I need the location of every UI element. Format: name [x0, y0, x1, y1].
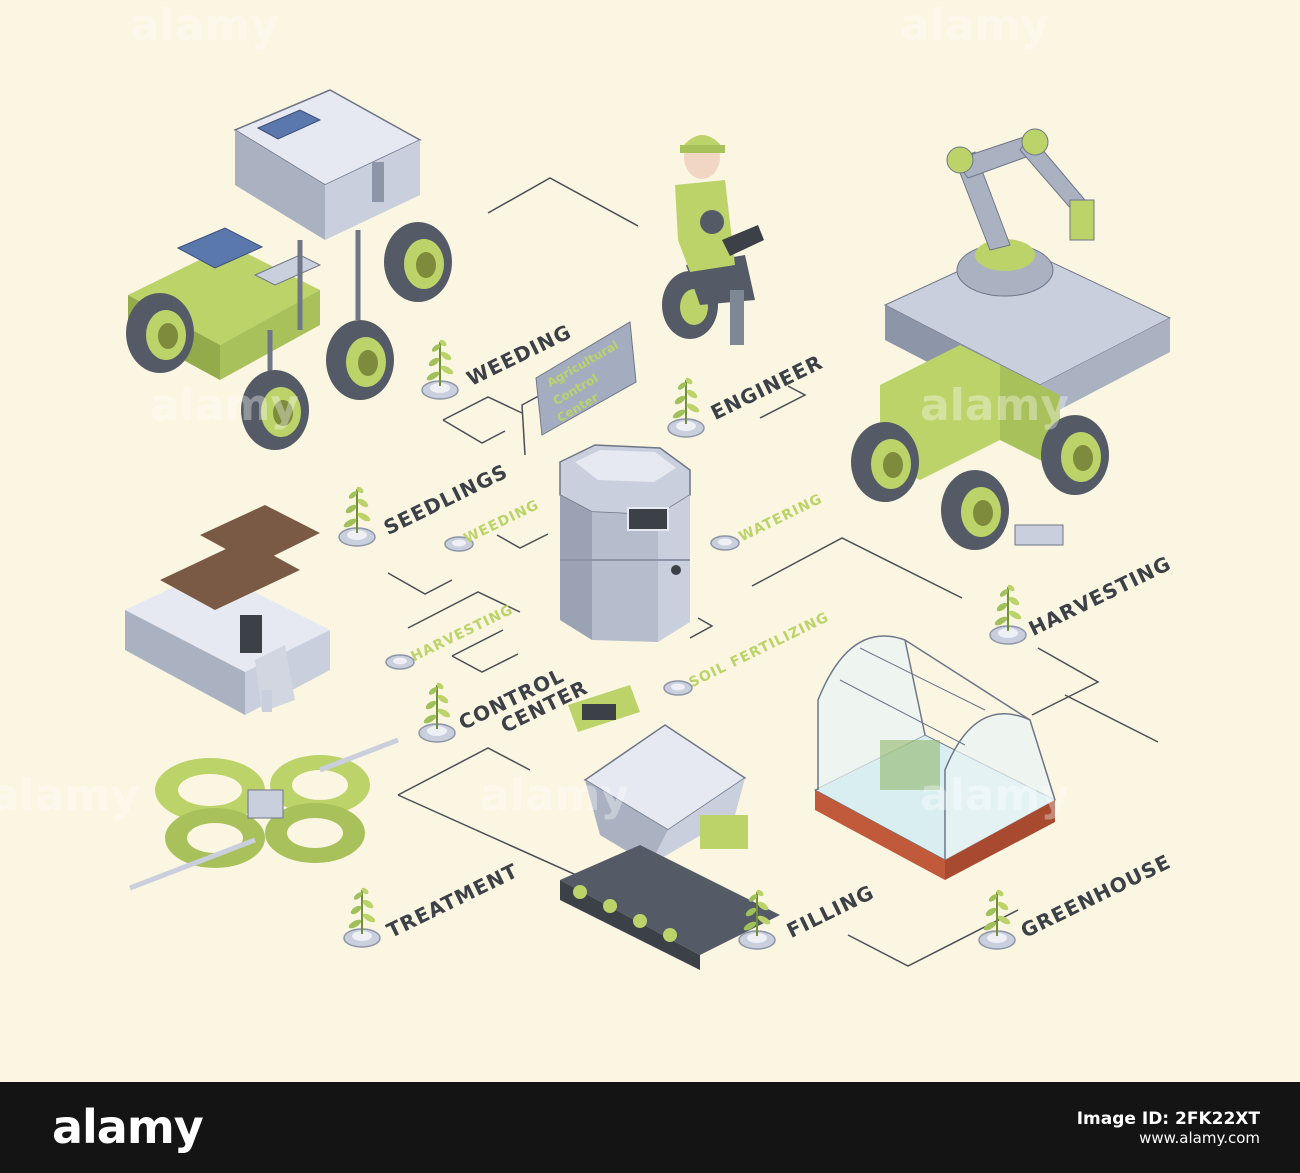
watermark: alamy [920, 770, 1069, 821]
greenhouse-illustration [813, 635, 1057, 880]
watermark: alamy [0, 770, 139, 821]
watermark: alamy [920, 380, 1069, 431]
footer-url: www.alamy.com [1139, 1129, 1260, 1147]
harvesting-robot-illustration [851, 128, 1172, 550]
watermark: alamy [480, 770, 629, 821]
illustration-art [125, 89, 1172, 970]
drone-illustration [129, 737, 399, 891]
control-sign-panel [535, 321, 637, 436]
footer-image-id: Image ID: 2FK22XT [1076, 1109, 1260, 1129]
watermark: alamy [150, 380, 299, 431]
watermark: alamy [900, 0, 1049, 51]
watermark: alamy [130, 0, 279, 51]
footer-image-info: Image ID: 2FK22XT www.alamy.com [1077, 1110, 1260, 1148]
stock-footer-bar: alamy Image ID: 2FK22XT www.alamy.com [0, 1082, 1300, 1173]
engineer-illustration [662, 135, 764, 345]
infographic-canvas: Agricultural Control Center WEEDING ENGI… [0, 0, 1300, 1082]
weeding-robot-illustration [126, 89, 452, 450]
control-center-tower [559, 444, 691, 642]
footer-brand-logo: alamy [52, 1100, 204, 1154]
seedling-beds-illustration [125, 505, 330, 715]
filling-tank-illustration [560, 685, 780, 970]
